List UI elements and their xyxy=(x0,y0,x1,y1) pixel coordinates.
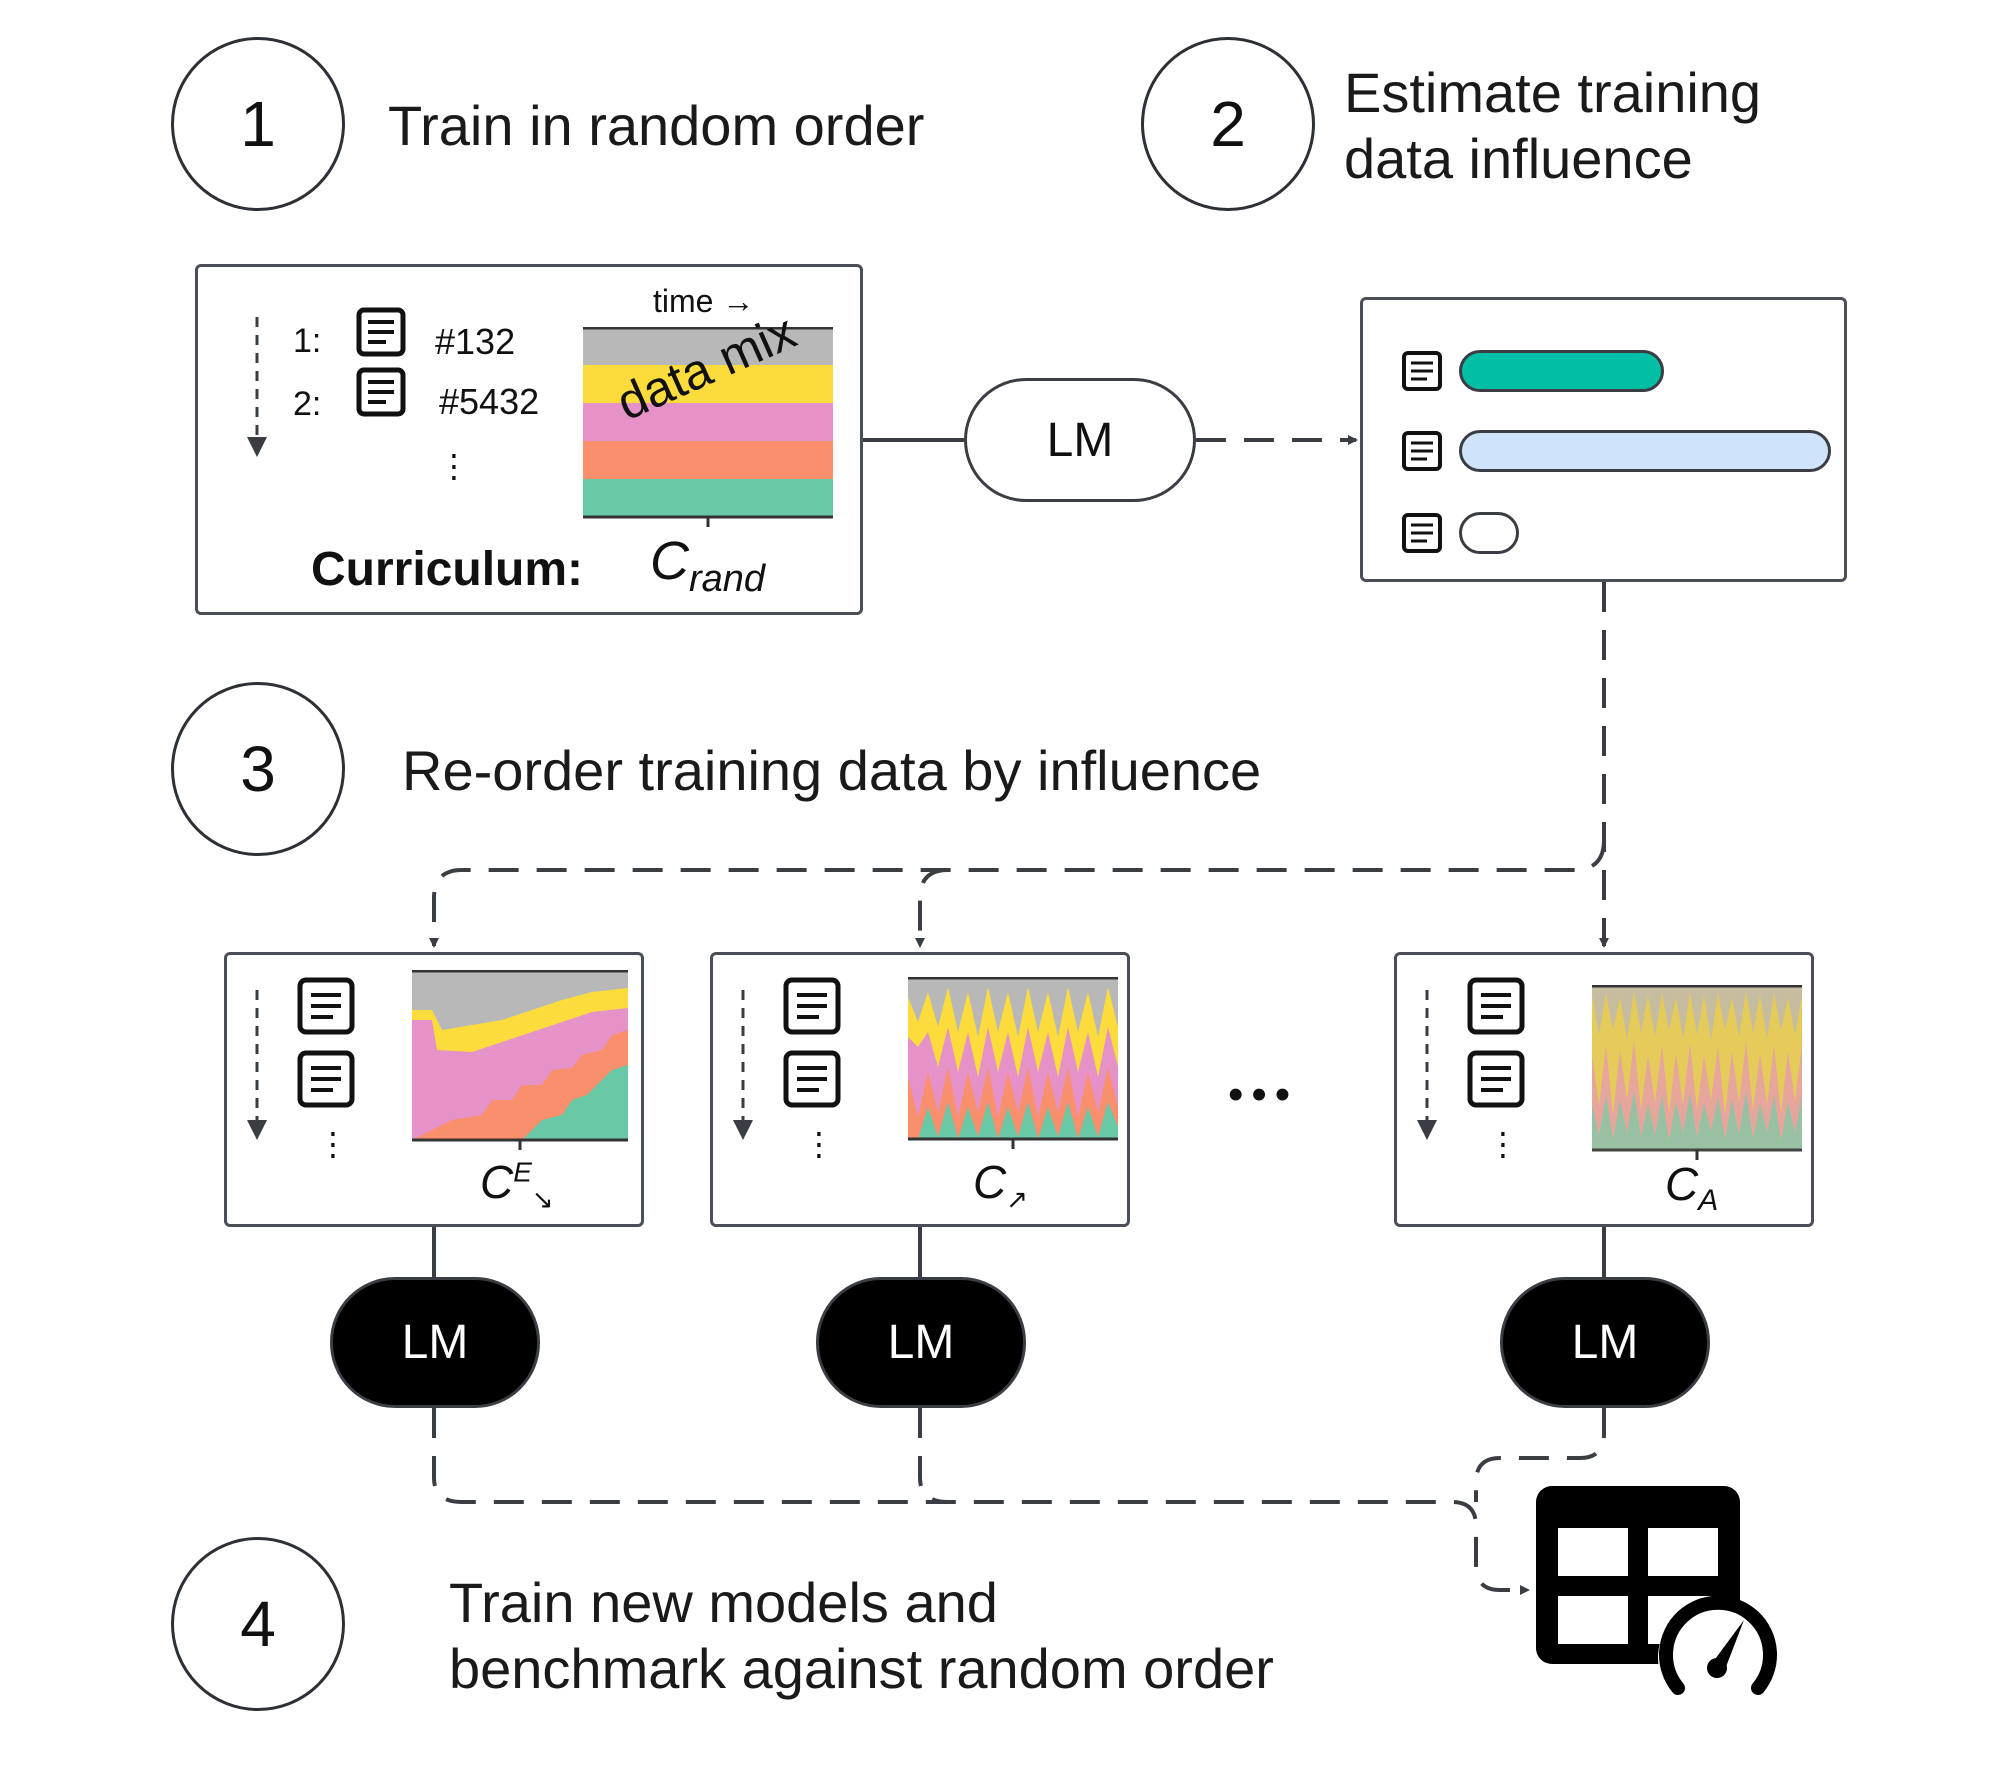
influence-panel xyxy=(1360,297,1847,582)
benchmark-table-icon xyxy=(1536,1486,1778,1710)
step-1-text: Train in random order xyxy=(388,94,925,157)
curriculum-1-symbol: CE↘ xyxy=(480,1155,554,1215)
curriculum-panel-1: ⋮ CE↘ xyxy=(224,952,644,1227)
document-icon xyxy=(1402,431,1442,471)
curriculum-3-sub: A xyxy=(1698,1184,1719,1218)
arrow-branch-curriculum-2 xyxy=(915,868,949,948)
rows-ellipsis: ⋮ xyxy=(317,1126,349,1162)
curriculum-panel-2: ⋮ C↗ xyxy=(710,952,1130,1227)
curriculum-2-letter: C xyxy=(973,1156,1007,1208)
stackplot-decreasing xyxy=(412,970,628,1150)
step-4-text-line1: Train new models and xyxy=(449,1571,998,1634)
document-icon xyxy=(297,1050,355,1108)
step-3-circle: 3 xyxy=(171,682,345,856)
arrow-branch-curriculum-1 xyxy=(429,839,1606,948)
random-curriculum-panel: 1: 2: #132 #5432 ⋮ time → data mix Curri… xyxy=(195,264,863,615)
lm-curriculum-1-label: LM xyxy=(401,1316,469,1369)
rows-ellipsis: ⋮ xyxy=(1487,1126,1519,1162)
data-mix-stackplot xyxy=(583,327,833,527)
lm-curriculum-1: LM xyxy=(330,1277,540,1408)
step-1-circle: 1 xyxy=(171,37,345,211)
step-1-number: 1 xyxy=(240,88,276,160)
step-2-number: 2 xyxy=(1210,88,1246,160)
step-3-number: 3 xyxy=(240,733,276,805)
lm-curriculum-3: LM xyxy=(1500,1277,1710,1408)
document-icon xyxy=(1402,351,1442,391)
stackplot-mixed xyxy=(1592,985,1802,1160)
curriculum-2-symbol: C↗ xyxy=(973,1155,1028,1215)
document-icon xyxy=(783,977,841,1035)
curriculum-2-sub: ↗ xyxy=(1006,1184,1029,1215)
influence-bar-2 xyxy=(1459,430,1831,472)
arrow-lm-2-to-benchmark xyxy=(918,1408,949,1504)
document-icon xyxy=(297,977,355,1035)
step-3-text: Re-order training data by influence xyxy=(402,739,1262,802)
order-arrow xyxy=(247,317,267,457)
document-icon xyxy=(356,307,406,357)
lm-curriculum-3-label: LM xyxy=(1571,1316,1639,1369)
lm-curriculum-2-label: LM xyxy=(887,1316,955,1369)
rows-ellipsis: ⋮ xyxy=(803,1126,835,1162)
curriculum-3-letter: C xyxy=(1665,1158,1699,1210)
order-arrow xyxy=(1417,990,1437,1140)
influence-bar-1 xyxy=(1459,350,1664,392)
step-4-text-line2: benchmark against random order xyxy=(449,1637,1274,1700)
curriculum-symbol-sub: rand xyxy=(689,557,766,600)
row-2-index: 2: xyxy=(293,385,322,423)
step-4-number: 4 xyxy=(240,1588,276,1660)
row-2-doc-id: #5432 xyxy=(439,381,540,422)
curriculum-panel-3: ⋮ CA xyxy=(1394,952,1814,1227)
row-1-index: 1: xyxy=(293,322,322,360)
curriculum-label: Curriculum: xyxy=(311,543,584,596)
curriculum-symbol-letter: C xyxy=(650,531,689,591)
stackplot-cyclic xyxy=(908,977,1118,1149)
document-icon xyxy=(356,367,406,417)
lm-random: LM xyxy=(964,378,1196,502)
document-icon xyxy=(1402,513,1442,553)
curriculum-1-sup: E xyxy=(513,1156,532,1188)
step-4-circle: 4 xyxy=(171,1537,345,1711)
document-icon xyxy=(783,1050,841,1108)
document-icon xyxy=(1467,977,1525,1035)
lm-random-label: LM xyxy=(1046,413,1114,467)
step-2-text-line1: Estimate training xyxy=(1344,61,1762,124)
curriculum-1-sub: ↘ xyxy=(531,1184,554,1215)
influence-bar-3 xyxy=(1459,512,1519,554)
time-label: time → xyxy=(653,283,755,319)
curriculum-1-letter: C xyxy=(480,1156,514,1208)
curriculum-3-symbol: CA xyxy=(1665,1157,1718,1218)
row-1-doc-id: #132 xyxy=(435,321,516,362)
more-curricula-indicator: ••• xyxy=(1228,1070,1299,1119)
order-arrow xyxy=(247,990,267,1140)
step-2-text-line2: data influence xyxy=(1344,127,1693,190)
document-icon xyxy=(1467,1050,1525,1108)
lm-curriculum-2: LM xyxy=(816,1277,1026,1408)
curriculum-symbol: Crand xyxy=(650,530,765,601)
arrow-lms-to-benchmark xyxy=(432,1408,1530,1595)
rows-ellipsis: ⋮ xyxy=(438,448,470,484)
order-arrow xyxy=(733,990,753,1140)
step-2-circle: 2 xyxy=(1141,37,1315,211)
arrow-lm-3-to-benchmark xyxy=(1474,1408,1606,1502)
